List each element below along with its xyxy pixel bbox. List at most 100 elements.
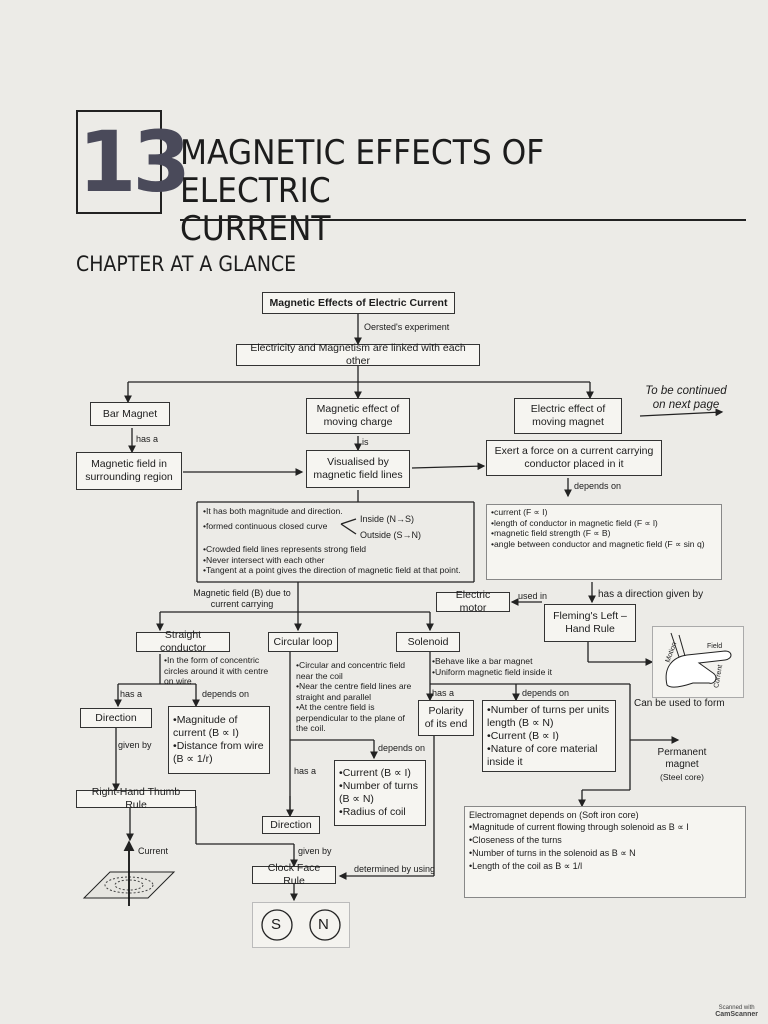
solenoid-factor-item: Nature of core material inside it: [487, 743, 611, 769]
given-by-label: given by: [118, 740, 152, 750]
force-factor-item: length of conductor in magnetic field (F…: [491, 518, 705, 529]
loop-factor-item: Current (B ∝ I): [339, 767, 421, 780]
field-prop-item: It has both magnitude and direction.: [203, 506, 473, 517]
oersted-label: Oersted's experiment: [364, 322, 450, 332]
loop-factor-item: Radius of coil: [339, 806, 421, 819]
force-factor-item: magnetic field strength (F ∝ B): [491, 528, 705, 539]
fleming-box: Fleming's Left – Hand Rule: [544, 604, 636, 642]
straight-factor-item: Magnitude of current (B ∝ I): [173, 714, 265, 740]
loop-factors-list: Current (B ∝ I) Number of turns (B ∝ N) …: [339, 767, 421, 819]
force-factors-box: current (F ∝ I) length of conductor in m…: [486, 504, 722, 580]
loop-factors-box: Current (B ∝ I) Number of turns (B ∝ N) …: [334, 760, 426, 826]
chapter-title-line1: MAGNETIC EFFECTS OF ELECTRIC: [180, 133, 545, 211]
electromagnet-item: Number of turns in the solenoid as B ∝ N: [469, 847, 689, 860]
solenoid-factor-item: Current (B ∝ I): [487, 730, 611, 743]
electromagnet-item: Closeness of the turns: [469, 834, 689, 847]
is-label: is: [362, 437, 369, 447]
depends-on-label-3: depends on: [378, 743, 426, 753]
circular-note-item: Near the centre field lines are straight…: [296, 681, 414, 702]
field-prop-item: Tangent at a point gives the direction o…: [203, 565, 473, 576]
mag-field-region-box: Magnetic field in surrounding region: [76, 452, 182, 490]
field-prop-item: Crowded field lines represents strong fi…: [203, 544, 473, 555]
solenoid-factors-box: Number of turns per units length (B ∝ N)…: [482, 700, 616, 772]
electromagnet-list: Magnitude of current flowing through sol…: [469, 821, 689, 873]
solenoid-factor-item: Number of turns per units length (B ∝ N): [487, 704, 611, 730]
clock-face-box: Clock Face Rule: [252, 862, 336, 887]
has-direction-label: has a direction given by: [598, 589, 704, 600]
electromagnet-box: Electromagnet depends on (Soft iron core…: [464, 806, 746, 898]
bar-magnet-box: Bar Magnet: [90, 402, 170, 426]
has-a-label-2: has a: [120, 689, 143, 699]
scanner-watermark: Scanned with CamScanner: [715, 1005, 758, 1018]
determined-label: determined by using: [354, 864, 436, 874]
given-by-label-2: given by: [298, 846, 332, 856]
solenoid-note-item: Uniform magnetic field inside it: [432, 667, 592, 678]
force-factor-item: angle between conductor and magnetic fie…: [491, 539, 705, 550]
electric-motor-box: Electric motor: [436, 589, 510, 614]
south-pole-label: S: [271, 916, 282, 933]
has-a-label: has a: [136, 434, 159, 444]
circular-note-item: At the centre field is perpendicular to …: [296, 702, 414, 734]
fleming-hand-illustration: Field Motion Current: [652, 626, 744, 698]
solenoid-notes: Behave like a bar magnet Uniform magneti…: [432, 656, 592, 677]
scanner-line2: CamScanner: [715, 1011, 758, 1018]
field-label: Field: [707, 643, 723, 650]
clock-face-illustration: S N: [252, 902, 350, 948]
section-heading: CHAPTER AT A GLANCE: [76, 252, 297, 276]
linked-box: Electricity and Magnetism are linked wit…: [236, 342, 480, 367]
electromagnet-item: Length of the coil as B ∝ 1/l: [469, 860, 689, 873]
has-a-label-3: has a: [294, 766, 317, 776]
current-label: Current: [138, 846, 169, 856]
straight-conductor-box: Straight conductor: [136, 629, 230, 654]
circular-note-item: Circular and concentric field near the c…: [296, 660, 414, 681]
electromagnet-title: Electromagnet depends on (Soft iron core…: [469, 810, 639, 820]
has-a-label-4: has a: [432, 688, 455, 698]
root-box: Magnetic Effects of Electric Current: [262, 292, 455, 314]
field-due-to-label: Magnetic field (B) due to current carryi…: [193, 588, 291, 609]
thumb-rule-diagram: [82, 840, 176, 906]
permanent-text: Permanent magnet: [657, 747, 707, 770]
right-hand-thumb-illustration: Current: [80, 836, 176, 908]
loop-factor-item: Number of turns (B ∝ N): [339, 780, 421, 806]
electric-effect-box: Electric effect of moving magnet: [514, 398, 622, 434]
depends-on-label-2: depends on: [202, 689, 250, 699]
outside-label: Outside (S→N): [360, 530, 422, 540]
straight-note-item: In the form of concentric circles around…: [164, 655, 274, 687]
exert-force-box: Exert a force on a current carrying cond…: [486, 440, 662, 476]
direction-box-2: Direction: [262, 816, 320, 834]
permanent-magnet-label: Permanent magnet (Steel core): [652, 747, 712, 783]
direction-box: Direction: [80, 708, 152, 728]
straight-factors-box: Magnitude of current (B ∝ I) Distance fr…: [168, 706, 270, 774]
steel-core-text: (Steel core): [660, 772, 704, 782]
chapter-title: MAGNETIC EFFECTS OF ELECTRIC CURRENT: [180, 134, 695, 248]
electromagnet-content: Electromagnet depends on (Soft iron core…: [469, 809, 689, 873]
chapter-title-line2: CURRENT: [180, 209, 331, 249]
clock-face-icon: [261, 909, 341, 941]
straight-note: In the form of concentric circles around…: [164, 655, 274, 687]
inside-label: Inside (N→S): [360, 514, 415, 524]
field-line-properties-2: Crowded field lines represents strong fi…: [203, 544, 473, 576]
fleming-hand-icon: [665, 632, 732, 688]
field-prop-item: Never intersect with each other: [203, 555, 473, 566]
field-prop-item: formed continuous closed curve: [203, 521, 473, 532]
straight-factors-list: Magnitude of current (B ∝ I) Distance fr…: [173, 714, 265, 766]
circular-notes: Circular and concentric field near the c…: [296, 660, 414, 734]
scanner-line1: Scanned with: [718, 1005, 755, 1011]
mag-effect-charge-box: Magnetic effect of moving charge: [306, 398, 410, 434]
field-line-properties: It has both magnitude and direction. for…: [203, 506, 473, 531]
solenoid-box: Solenoid: [396, 632, 460, 652]
north-pole-label: N: [318, 916, 329, 933]
force-factor-item: current (F ∝ I): [491, 507, 705, 518]
title-rule: [180, 219, 746, 221]
electromagnet-item: Magnitude of current flowing through sol…: [469, 821, 689, 834]
depends-on-label: depends on: [574, 481, 622, 491]
visualised-box: Visualised by magnetic field lines: [306, 450, 410, 488]
rht-box: Right-Hand Thumb Rule: [76, 786, 196, 811]
continued-note: To be continued on next page: [645, 385, 727, 411]
polarity-box: Polarity of its end: [418, 700, 474, 736]
solenoid-factors-list: Number of turns per units length (B ∝ N)…: [487, 704, 611, 769]
straight-factor-item: Distance from wire (B ∝ 1/r): [173, 740, 265, 766]
used-in-label: used in: [518, 591, 548, 601]
